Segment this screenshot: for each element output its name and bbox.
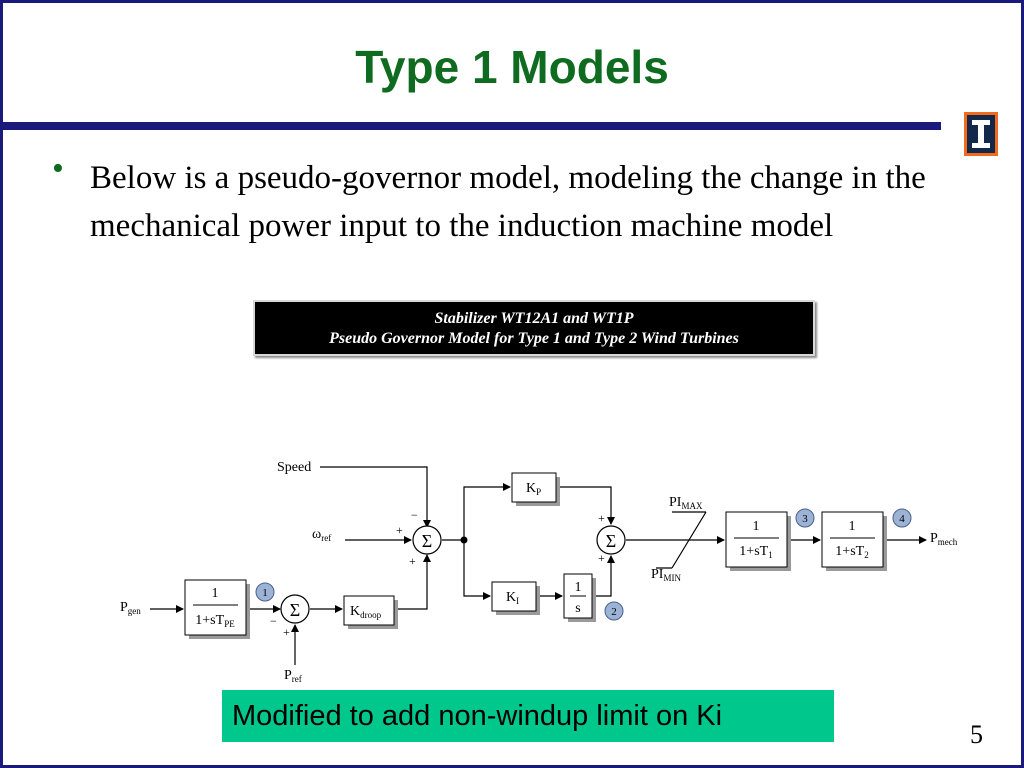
branch-node [460, 536, 468, 544]
wire-speed [320, 466, 431, 528]
label-pref: Pref [284, 668, 302, 684]
svg-text:4: 4 [899, 513, 905, 525]
label-pi-max: PIMAX [669, 495, 703, 511]
modification-note: Modified to add non-windup limit on Ki [222, 690, 834, 742]
svg-text:+: + [409, 554, 416, 568]
label-omega-ref: ωref [312, 527, 331, 543]
title-rule [3, 122, 941, 130]
marker-1: 1 [255, 582, 275, 602]
svg-text:s: s [575, 601, 580, 616]
svg-text:1: 1 [753, 519, 760, 534]
university-logo [964, 112, 998, 156]
pi-limiter [656, 511, 707, 569]
junction-signs: − + + − + + + [270, 508, 605, 639]
block-ki: KI [491, 581, 540, 615]
slide-title: Type 1 Models [355, 41, 669, 93]
label-speed: Speed [277, 460, 311, 475]
svg-text:−: − [411, 508, 418, 522]
marker-3: 3 [795, 508, 815, 528]
marker-4: 4 [892, 508, 912, 528]
label-pmech: Pmech [930, 531, 958, 547]
block-filter: 1 1+sTPE [184, 579, 250, 639]
model-banner: Stabilizer WT12A1 and WT1P Pseudo Govern… [253, 300, 815, 356]
svg-text:+: + [598, 511, 605, 525]
svg-text:1: 1 [262, 587, 268, 599]
svg-text:Σ: Σ [290, 600, 300, 620]
svg-text:Σ: Σ [606, 531, 616, 551]
svg-text:1: 1 [575, 580, 582, 595]
label-pi-min: PIMIN [651, 567, 681, 583]
svg-text:1: 1 [849, 519, 856, 534]
block-integrator: 1 s [563, 573, 596, 622]
svg-text:1: 1 [212, 586, 219, 601]
svg-text:Σ: Σ [422, 531, 432, 551]
banner-line-2: Pseudo Governor Model for Type 1 and Typ… [329, 330, 739, 347]
page-number: 5 [970, 720, 983, 749]
svg-text:3: 3 [802, 513, 808, 525]
block-lag1: 1 1+sT1 [725, 511, 791, 571]
sum-junction-speed: Σ [412, 525, 442, 555]
wire-kdroop-out [396, 554, 431, 610]
wire-to-kp [463, 483, 511, 540]
marker-2: 2 [604, 601, 624, 621]
wire-kp-out [558, 486, 615, 525]
svg-text:KI: KI [506, 590, 519, 606]
svg-text:+: + [396, 523, 403, 537]
label-pgen: Pgen [120, 600, 141, 616]
svg-text:KP: KP [526, 481, 541, 497]
svg-text:+: + [598, 551, 605, 565]
svg-text:−: − [270, 614, 277, 628]
sum-junction-droop: Σ [280, 594, 310, 624]
svg-text:1+sTPE: 1+sTPE [195, 613, 235, 629]
wire-to-ki [463, 540, 491, 600]
bullet-marker: • [52, 150, 64, 187]
svg-text:1+sT2: 1+sT2 [835, 544, 868, 560]
svg-text:Kdroop: Kdroop [350, 604, 382, 620]
svg-text:1+sT1: 1+sT1 [739, 544, 772, 560]
banner-line-1: Stabilizer WT12A1 and WT1P [434, 310, 634, 327]
block-kdroop: Kdroop [343, 595, 398, 629]
svg-text:2: 2 [611, 606, 617, 618]
block-kp: KP [511, 472, 560, 506]
svg-text:+: + [283, 625, 290, 639]
wire-integrator-out [594, 555, 615, 597]
sum-junction-pi: Σ [596, 525, 626, 555]
bullet-text: Below is a pseudo-governor model, modeli… [90, 160, 926, 244]
signal-wires [150, 466, 927, 665]
block-lag2: 1 1+sT2 [821, 511, 887, 571]
